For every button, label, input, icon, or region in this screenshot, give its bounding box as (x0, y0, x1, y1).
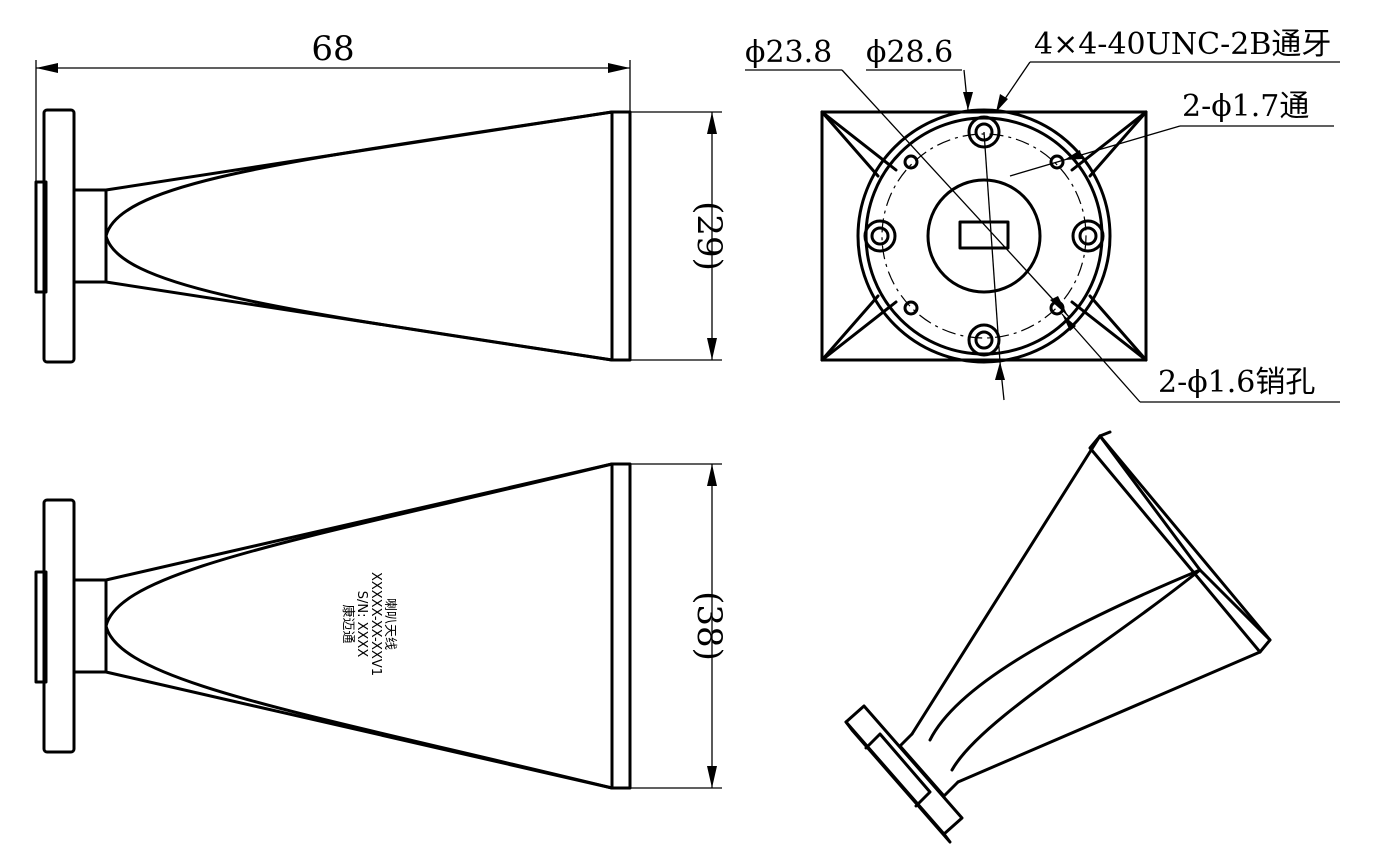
arrow-top (707, 112, 717, 134)
flange-plate (42, 108, 76, 364)
flange-boss-2 (34, 570, 48, 684)
iso-flange-side (844, 720, 952, 844)
arrow-dia-inner (1050, 296, 1068, 316)
aperture-rect (820, 110, 1148, 362)
label-line-3: S/N: XXXX (354, 591, 369, 658)
iso-edge-top (910, 434, 1102, 736)
iso-flange (844, 704, 964, 836)
waveguide-boss (926, 178, 1042, 294)
edge-tl (820, 110, 898, 172)
dim-length-text: 68 (311, 29, 354, 69)
dim-height-top-text: (38) (689, 591, 729, 661)
arrow-left (36, 63, 58, 73)
aperture-rim (610, 110, 632, 362)
side-view-upper: 68 (29) (34, 29, 729, 364)
arrow-through (1064, 150, 1082, 160)
arrow-right (608, 63, 630, 73)
iso-inner-curve (928, 568, 1202, 742)
dim-height-side-text: (29) (689, 201, 729, 271)
flange-outer-circle (856, 108, 1112, 364)
leader-through-2 (1009, 159, 1065, 177)
edge-br-2 (1088, 294, 1148, 362)
threaded-hole-right (1071, 219, 1105, 253)
iso-inner-curve-2 (950, 568, 1202, 772)
label-line-2: XXXXX-XX-XXV1 (368, 572, 383, 676)
threaded-hole-left (863, 219, 897, 253)
horn-inner-curve-2 (104, 462, 614, 790)
horn-body (104, 110, 614, 362)
arrow-bottom-2 (707, 766, 717, 788)
arrow-bottom (707, 338, 717, 360)
callout-pin-holes: 2-ϕ1.6销孔 (1158, 365, 1315, 400)
aperture-rim-2 (610, 462, 632, 790)
pin-hole-bl (903, 300, 919, 316)
leader-through (1063, 125, 1181, 161)
waveguide-neck (72, 188, 108, 284)
arrow-dia-outer-bottom (995, 362, 1005, 380)
edge-br (1070, 300, 1148, 362)
edge-tr (1070, 110, 1148, 172)
waveguide-neck-2 (72, 578, 108, 674)
arrow-dia-outer-top (963, 92, 973, 110)
threaded-hole-bottom (967, 323, 1001, 357)
iso-rim-top (1098, 430, 1112, 438)
edge-bl (820, 300, 898, 362)
leader-dia-inner (841, 69, 1071, 319)
callout-thread-holes: 4×4-40UNC-2B通牙 (1034, 27, 1331, 62)
centerline-diameter (983, 131, 1001, 363)
callout-dia-inner: ϕ23.8 (745, 35, 832, 70)
iso-edge-bottom (956, 650, 1262, 784)
through-hole-tr (1049, 154, 1065, 170)
label-line-1: 喇叭天线 (382, 598, 397, 650)
through-hole-tl (903, 154, 919, 170)
arrow-top-2 (707, 464, 717, 486)
bolt-circle (881, 133, 1087, 339)
callout-dia-outer: ϕ28.6 (866, 35, 953, 70)
waveguide-port (958, 220, 1010, 250)
callout-through-holes: 2-ϕ1.7通 (1182, 89, 1309, 124)
leader-pin (1061, 313, 1141, 403)
front-view: ϕ23.8 ϕ28.6 4×4-40UNC-2B通牙 2-ϕ1.7通 2-ϕ1.… (745, 27, 1340, 403)
side-view-lower: 喇叭天线 XXXXX-XX-XXV1 S/N: XXXX 康迈通 (38) (34, 462, 729, 790)
edge-bl-2 (820, 294, 880, 362)
arrow-thread (996, 94, 1008, 112)
horn-inner-curve (104, 110, 614, 362)
iso-flange-boss (864, 732, 932, 808)
flange-boss (34, 180, 48, 294)
edge-tl-2 (820, 110, 880, 178)
isometric-view (844, 430, 1272, 844)
flange-plate-2 (42, 498, 76, 754)
label-plate: 喇叭天线 XXXXX-XX-XXV1 S/N: XXXX 康迈通 (340, 572, 397, 676)
label-line-4: 康迈通 (340, 604, 356, 643)
arrow-pin (1062, 314, 1076, 331)
